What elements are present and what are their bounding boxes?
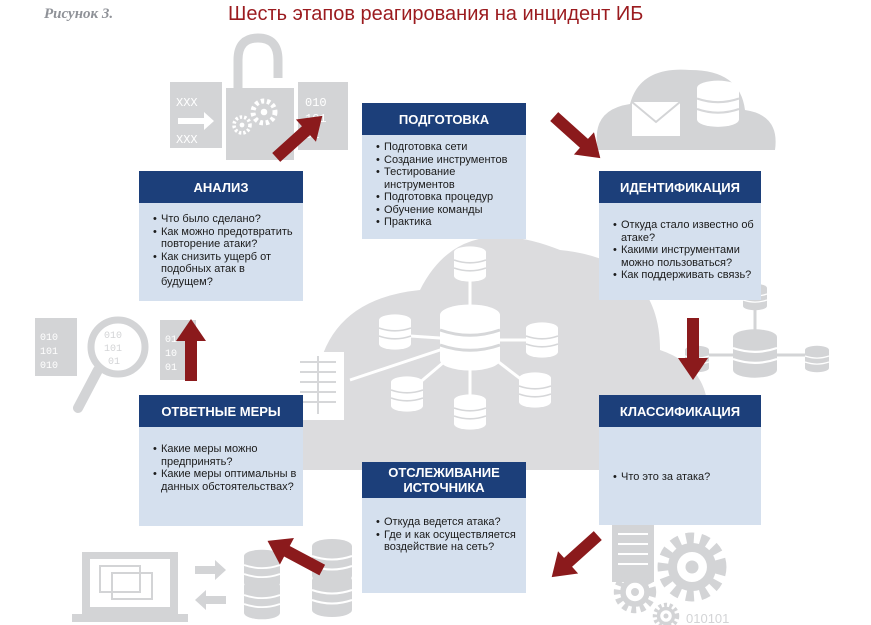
stage-title: ОТСЛЕЖИВАНИЕ ИСТОЧНИКА xyxy=(362,462,526,498)
stage-title: КЛАССИФИКАЦИЯ xyxy=(599,395,761,427)
cloud-email-icon xyxy=(596,69,776,150)
stage-title: ИДЕНТИФИКАЦИЯ xyxy=(599,171,761,203)
list-item: Подготовка процедур xyxy=(376,191,520,204)
mag-lens-line-1: 010 xyxy=(104,331,122,342)
flow-arrow-response-to-analysis xyxy=(176,319,206,381)
diagram-title: Шесть этапов реагирования на инцидент ИБ xyxy=(228,3,644,25)
stage-items: Откуда стало известно об атаке? Какими и… xyxy=(599,203,761,288)
stage-title: АНАЛИЗ xyxy=(139,171,303,203)
list-item: Какие меры можно предпринять? xyxy=(153,443,297,468)
list-item: Где и как осуществляется воздействие на … xyxy=(376,529,520,554)
stage-identification: ИДЕНТИФИКАЦИЯ Откуда стало известно об а… xyxy=(599,171,761,300)
stage-items: Откуда ведется атака? Где и как осуществ… xyxy=(362,498,526,560)
mag-lens-line-2: 101 xyxy=(104,344,122,355)
encrypted-document-icon: XXX XXX xyxy=(170,82,222,148)
binary-document-icon: 010 101 01 xyxy=(298,82,348,150)
mag-doc-line-3: 010 xyxy=(40,361,58,372)
mag-lens-line-3: 01 xyxy=(108,357,120,368)
list-item: Откуда ведется атака? xyxy=(376,516,520,529)
list-item: Практика xyxy=(376,216,520,229)
stage-analysis: АНАЛИЗ Что было сделано? Как можно предо… xyxy=(139,171,303,301)
stage-items: Подготовка сети Создание инструментов Те… xyxy=(362,135,526,235)
stage-title: ПОДГОТОВКА xyxy=(362,103,526,135)
database-cluster-icon xyxy=(684,283,830,379)
doc-text-line-1: XXX xyxy=(176,96,198,110)
list-item: Подготовка сети xyxy=(376,141,520,154)
stage-source-tracking: ОТСЛЕЖИВАНИЕ ИСТОЧНИКА Откуда ведется ат… xyxy=(362,462,526,593)
padlock-icon xyxy=(226,33,294,160)
figure-label: Рисунок 3. xyxy=(44,6,114,22)
flow-arrow-ident-to-classif xyxy=(678,318,708,380)
list-item: Как поддерживать связь? xyxy=(613,269,755,282)
mag-right-line-1: 01 xyxy=(165,335,177,346)
mag-right-line-3: 01 xyxy=(165,363,177,374)
flow-arrow-prep-to-ident xyxy=(550,112,601,159)
list-item: Что это за атака? xyxy=(613,471,755,484)
list-item: Тестирование инструментов xyxy=(376,166,520,191)
gears-icon: 010101 xyxy=(612,522,729,625)
list-item: Создание инструментов xyxy=(376,154,520,167)
flow-arrow-track-to-response xyxy=(267,538,326,576)
list-item: Обучение команды xyxy=(376,204,520,217)
mag-right-line-2: 10 xyxy=(165,349,177,360)
flow-arrow-analysis-to-prep xyxy=(272,115,323,162)
mag-doc-line-2: 101 xyxy=(40,347,58,358)
mag-doc-line-1: 010 xyxy=(40,333,58,344)
list-item: Откуда стало известно об атаке? xyxy=(613,219,755,244)
binary-text: 010101 xyxy=(686,611,729,625)
list-item: Как можно предотвратить повторение атаки… xyxy=(153,226,297,251)
gear-icon xyxy=(232,98,278,135)
stage-classification: КЛАССИФИКАЦИЯ Что это за атака? xyxy=(599,395,761,525)
flow-arrow-classif-to-track xyxy=(551,531,602,578)
binary-line-1: 010 xyxy=(305,96,327,110)
stage-preparation: ПОДГОТОВКА Подготовка сети Создание инст… xyxy=(362,103,526,239)
doc-text-line-2: XXX xyxy=(176,133,198,147)
list-item: Какие меры оптимальны в данных обстоятел… xyxy=(153,468,297,493)
stage-items: Что было сделано? Как можно предотвратит… xyxy=(139,203,303,294)
stage-title: ОТВЕТНЫЕ МЕРЫ xyxy=(139,395,303,427)
stage-items: Какие меры можно предпринять? Какие меры… xyxy=(139,427,303,499)
stage-response: ОТВЕТНЫЕ МЕРЫ Какие меры можно предприня… xyxy=(139,395,303,526)
list-item: Как снизить ущерб от подобных атак в буд… xyxy=(153,251,297,289)
stage-items: Что это за атака? xyxy=(599,427,761,490)
list-item: Что было сделано? xyxy=(153,213,297,226)
list-item: Какими инструментами можно пользоваться? xyxy=(613,244,755,269)
transfer-arrows-icon xyxy=(195,560,226,610)
laptop-icon xyxy=(72,552,188,622)
